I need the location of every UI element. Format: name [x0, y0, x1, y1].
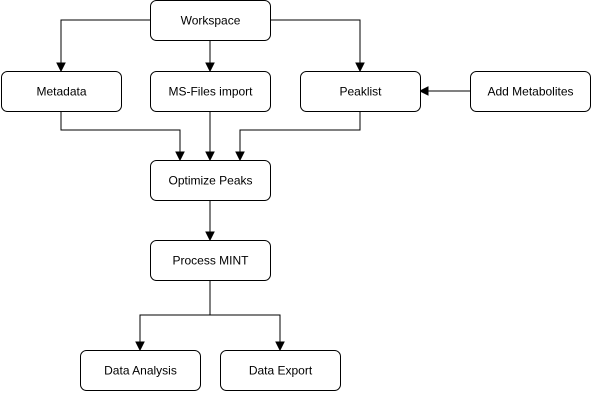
node-process-mint: Process MINT — [150, 240, 271, 281]
edge-peaklist-optimize-peaks — [239, 111, 361, 154]
edges — [56, 19, 470, 352]
arrow-head-icon — [175, 151, 185, 162]
arrow-head-icon — [205, 151, 215, 162]
edge-process-mint-data-export — [210, 314, 281, 344]
edge-workspace-peaklist — [270, 19, 361, 65]
node-box — [150, 71, 271, 112]
node-label: Add Metabolites — [487, 85, 573, 99]
node-data-analysis: Data Analysis — [80, 350, 201, 391]
arrow-head-icon — [205, 231, 215, 242]
arrow-head-icon — [205, 62, 215, 73]
node-add-metabolites: Add Metabolites — [470, 71, 591, 112]
edge-metadata-optimize-peaks — [60, 111, 181, 154]
node-label: MS-Files import — [168, 85, 253, 99]
node-label: Workspace — [181, 14, 241, 28]
node-box — [80, 350, 201, 391]
node-box — [150, 160, 271, 201]
arrow-head-icon — [56, 62, 66, 73]
arrow-head-icon — [275, 341, 285, 352]
node-data-export: Data Export — [220, 350, 341, 391]
node-box — [1, 71, 122, 112]
node-label: Optimize Peaks — [168, 174, 252, 188]
node-box — [300, 71, 421, 112]
node-ms-files-import: MS-Files import — [150, 71, 271, 112]
node-box — [470, 71, 591, 112]
node-metadata: Metadata — [1, 71, 122, 112]
arrow-head-icon — [235, 151, 245, 162]
node-label: Peaklist — [339, 85, 382, 99]
node-box — [150, 240, 271, 281]
node-optimize-peaks: Optimize Peaks — [150, 160, 271, 201]
arrow-head-icon — [135, 341, 145, 352]
edge-workspace-metadata — [60, 19, 150, 65]
node-box — [220, 350, 341, 391]
node-box — [150, 0, 271, 41]
arrow-head-icon — [418, 86, 429, 96]
node-workspace: Workspace — [150, 0, 271, 41]
node-label: Metadata — [36, 85, 86, 99]
node-label: Data Export — [249, 364, 313, 378]
arrow-head-icon — [355, 62, 365, 73]
node-label: Process MINT — [172, 254, 249, 268]
node-peaklist: Peaklist — [300, 71, 421, 112]
edge-process-mint-data-analysis — [139, 280, 211, 344]
node-label: Data Analysis — [104, 364, 177, 378]
